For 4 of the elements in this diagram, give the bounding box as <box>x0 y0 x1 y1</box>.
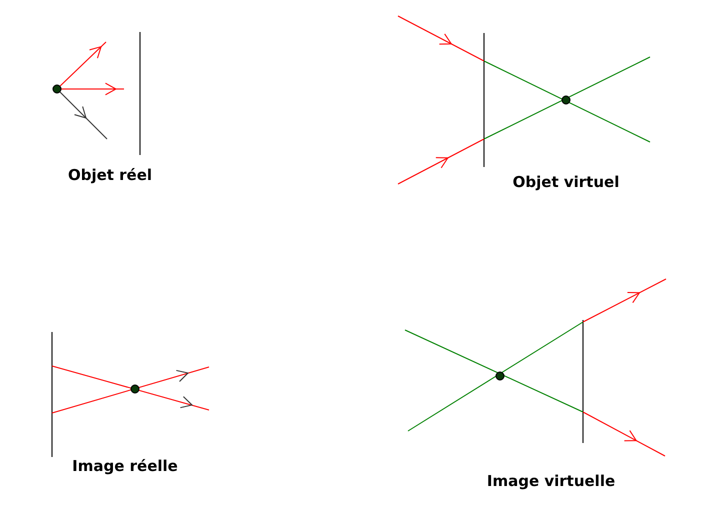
caption: Image virtuelle <box>486 472 616 490</box>
caption: Objet virtuel <box>512 173 620 191</box>
caption: Image réelle <box>72 457 178 475</box>
caption: Objet réel <box>68 166 152 184</box>
